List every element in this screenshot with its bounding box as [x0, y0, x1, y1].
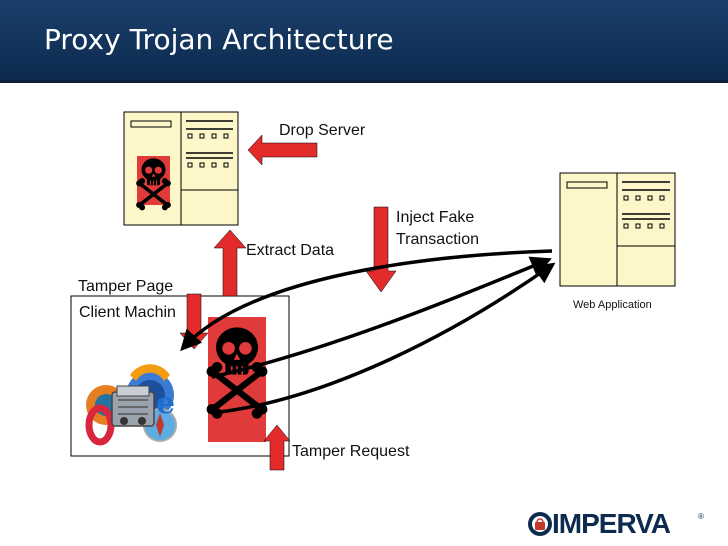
tamper-request-label: Tamper Request: [292, 443, 410, 460]
request-flow-arrow-2: [211, 262, 556, 415]
drop-server-window: [123, 111, 239, 226]
drop-server-label: Drop Server: [279, 122, 366, 139]
inject-transaction-arrow: [365, 206, 397, 293]
web-application-window: [559, 172, 676, 287]
title-bar: Proxy Trojan Architecture: [0, 0, 728, 83]
response-flow-arrow: [180, 249, 553, 352]
client-machine-label: Client Machin: [79, 304, 176, 321]
svg-text:e: e: [156, 386, 175, 421]
tamper-page-label: Tamper Page: [78, 278, 174, 295]
tamper-request-arrow: [263, 424, 291, 471]
engine-icon: [111, 385, 155, 427]
inject-fake-label: Inject Fake: [396, 209, 475, 226]
registered-mark: ®: [698, 512, 704, 521]
request-flow-arrow-1: [211, 256, 552, 379]
drop-server-arrow: [247, 134, 318, 166]
web-application-label: Web Application: [573, 299, 652, 311]
slide-title: Proxy Trojan Architecture: [44, 23, 394, 56]
transaction-label: Transaction: [396, 231, 479, 248]
imperva-logo-icon: [528, 512, 552, 536]
extract-data-label: Extract Data: [246, 242, 335, 259]
imperva-logo-text: IMPERVA: [552, 508, 671, 539]
extract-data-arrow: [213, 229, 247, 297]
